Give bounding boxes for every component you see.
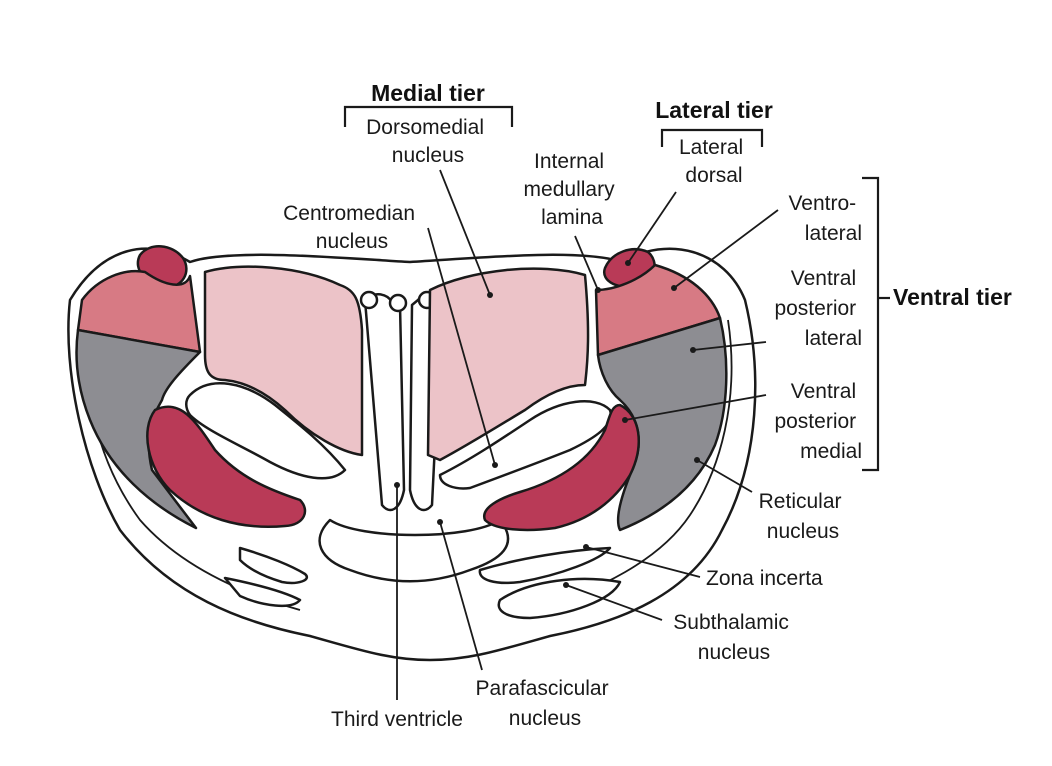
dot-reticular (694, 457, 700, 463)
ventral-tier-header: Ventral tier (893, 284, 1012, 310)
leader-lateral-dorsal (627, 191, 677, 264)
left-zona-incerta (238, 546, 308, 585)
choroid-circle-2 (388, 293, 408, 313)
leader-dots (394, 260, 700, 588)
dot-centromedian (492, 462, 498, 468)
left-ventral-posterior-medial (146, 405, 307, 528)
thalamus-section (67, 245, 757, 662)
left-internal-hole (185, 382, 347, 480)
dot-parafascicular (437, 519, 443, 525)
leader-reticular (696, 459, 753, 493)
ventral-tier-bracket (862, 176, 880, 472)
centromedian-nucleus-label: Centromedian nucleus (283, 202, 421, 253)
dot-zona-incerta (583, 544, 589, 550)
ventral-posterior-lateral-label: Ventral posterior lateral (774, 267, 862, 350)
leader-dorsomedial (439, 169, 491, 296)
third-ventricle-label: Third ventricle (331, 708, 463, 731)
leader-parafascicular (439, 521, 483, 671)
dot-ventrolateral (671, 285, 677, 291)
medial-tier-header: Medial tier (371, 80, 485, 106)
dot-vpm (622, 417, 628, 423)
lateral-tier-bracket (660, 128, 764, 147)
midline-body (318, 518, 510, 583)
ventrolateral-label: Ventro- lateral (788, 192, 862, 245)
left-ventral-posterior-lateral (75, 328, 202, 530)
left-subthalamic (223, 576, 302, 607)
leader-vpm (624, 394, 767, 421)
right-zona-incerta (478, 546, 612, 585)
internal-medullary-lamina-label: Internal medullary lamina (524, 150, 621, 229)
ventral-posterior-medial-label: Ventral posterior medial (774, 380, 862, 463)
lateral-dorsal-label: Lateral dorsal (679, 136, 749, 187)
medial-tier-bracket (343, 105, 514, 127)
left-dorsomedial (203, 265, 364, 457)
subthalamic-nucleus-label: Subthalamic nucleus (673, 611, 794, 664)
leader-internal-lamina (574, 235, 599, 291)
dot-third-ventricle (394, 482, 400, 488)
right-ventrolateral (594, 263, 722, 357)
left-ventrolateral (76, 269, 202, 354)
structure-labels: Dorsomedial nucleus Lateral dorsal Inter… (283, 116, 862, 731)
zona-incerta-label: Zona incerta (706, 567, 823, 590)
leader-zona-incerta (585, 546, 701, 578)
tier-headers: Medial tier Lateral tier Ventral tier (371, 80, 1012, 310)
tier-brackets (343, 105, 890, 472)
leader-lines (396, 169, 779, 700)
dot-subthalamic (563, 582, 569, 588)
dot-dorsomedial (487, 292, 493, 298)
dorsomedial-nucleus-label: Dorsomedial nucleus (366, 116, 490, 167)
right-ventral-posterior-medial (483, 403, 640, 532)
right-dorsomedial (426, 267, 590, 462)
leader-subthalamic (565, 584, 663, 621)
dot-lateral-dorsal (625, 260, 631, 266)
dot-internal-lamina (595, 287, 601, 293)
dot-vpl (690, 347, 696, 353)
lateral-tier-header: Lateral tier (655, 97, 773, 123)
leader-vpl (692, 341, 767, 351)
parafascicular-nucleus-label: Parafascicular nucleus (476, 677, 615, 730)
choroid-circle-1 (359, 290, 379, 310)
leader-ventrolateral (673, 209, 779, 289)
reticular-nucleus-label: Reticular nucleus (759, 490, 848, 543)
leader-centromedian (427, 227, 496, 466)
